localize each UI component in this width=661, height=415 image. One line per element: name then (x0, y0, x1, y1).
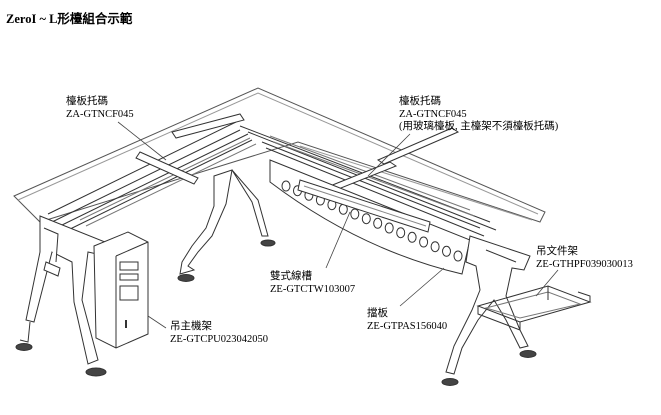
label-modesty-panel: 擋板 ZE-GTPAS156040 (367, 308, 447, 333)
cable-tray (297, 179, 431, 233)
panel-hole (442, 245, 451, 257)
panel-hole (453, 250, 463, 262)
tray-support-right (328, 127, 460, 191)
right-end-frame (441, 235, 537, 386)
panel-hole (396, 227, 406, 239)
part-code: ZA-GTNCF045 (66, 108, 134, 120)
panel-hole (373, 217, 383, 229)
panel-hole (419, 236, 429, 248)
part-note: (用玻璃檯板, 主檯架不須檯板托碼) (399, 121, 559, 132)
label-file-holder: 吊文件架 ZE-GTHPF039030013 (536, 246, 633, 271)
part-code: ZE-GTCPU023042050 (170, 333, 268, 345)
label-cpu-holder: 吊主機架 ZE-GTCPU023042050 (170, 321, 268, 346)
label-tray-support-left: 檯板托碼 ZA-GTNCF045 (66, 96, 134, 121)
file-holder (476, 285, 592, 331)
left-end-frame (15, 215, 111, 377)
panel-hole (430, 241, 440, 253)
panel-hole (281, 180, 291, 192)
page-title: ZeroI ~ L形檯組合示範 (6, 12, 133, 26)
label-tray-support-right: 檯板托碼 ZA-GTNCF045 (用玻璃檯板, 主檯架不須檯板托碼) (399, 96, 558, 134)
panel-hole (384, 222, 394, 234)
part-name: 雙式線槽 (270, 271, 312, 282)
part-code: ZE-GTCTW103007 (270, 283, 356, 295)
part-code: ZA-GTNCF045 (399, 108, 467, 120)
part-name: 吊主機架 (170, 321, 212, 332)
panel-hole (350, 208, 360, 220)
part-name: 檯板托碼 (66, 96, 108, 107)
frame-beams-left (47, 121, 257, 233)
label-cable-tray: 雙式線槽 ZE-GTCTW103007 (270, 271, 355, 296)
cpu-holder (93, 231, 149, 349)
panel-hole (407, 231, 417, 243)
corner-leg (177, 169, 276, 282)
part-name: 吊文件架 (536, 246, 578, 257)
part-name: 檯板托碼 (399, 96, 441, 107)
part-code: ZE-GTHPF039030013 (536, 258, 633, 270)
panel-hole (361, 213, 371, 225)
part-name: 擋板 (367, 308, 388, 319)
tray-support-left (135, 113, 245, 185)
part-code: ZE-GTPAS156040 (367, 320, 448, 332)
